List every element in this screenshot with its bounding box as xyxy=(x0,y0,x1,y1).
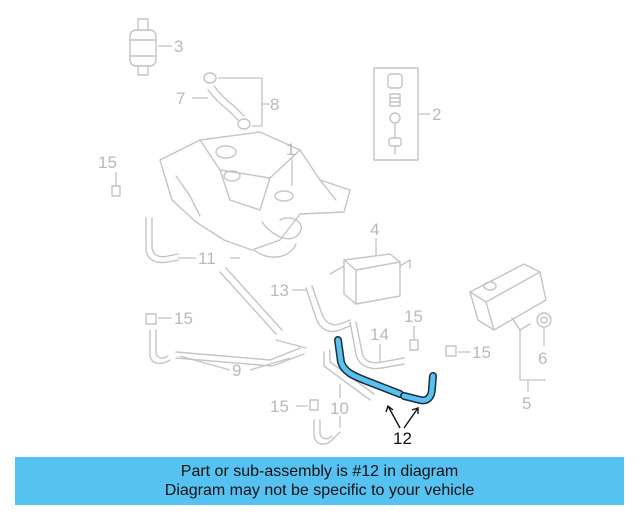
part-9-hose xyxy=(149,329,307,371)
part-7-hose xyxy=(192,85,245,121)
parts-diagram: 3 2 7 8 1 xyxy=(98,18,552,448)
part-3-filter xyxy=(129,18,172,76)
callout-14: 14 xyxy=(370,325,389,344)
part-2-mount-set xyxy=(373,67,430,161)
part-6-grommet xyxy=(536,312,552,346)
banner-line-1: Part or sub-assembly is #12 in diagram xyxy=(180,463,459,480)
callout-5: 5 xyxy=(522,394,531,413)
part-11-hose xyxy=(145,217,283,335)
callout-8: 8 xyxy=(270,95,279,114)
part-15-fastener-b xyxy=(145,313,172,325)
callout-10: 10 xyxy=(330,399,349,418)
callout-9: 9 xyxy=(232,361,241,380)
part-8-clamps xyxy=(203,72,270,130)
callout-15-a: 15 xyxy=(98,153,117,172)
part-15-fastener-e xyxy=(296,399,319,411)
callout-7: 7 xyxy=(176,89,185,108)
callout-11: 11 xyxy=(198,249,216,268)
callout-15-b: 15 xyxy=(174,309,193,328)
callout-13: 13 xyxy=(270,281,289,300)
part-15-fastener-c xyxy=(409,326,419,351)
callout-12: 12 xyxy=(393,429,412,448)
callout-3: 3 xyxy=(174,37,183,56)
part-13-hose xyxy=(292,285,351,333)
callout-15-c: 15 xyxy=(404,307,423,326)
callout-15-d: 15 xyxy=(472,343,491,362)
part-5-canister xyxy=(469,263,547,392)
callout-4: 4 xyxy=(370,220,379,239)
callout-15-e: 15 xyxy=(270,397,289,416)
part-15-fastener-d xyxy=(445,345,470,357)
callout-2: 2 xyxy=(432,105,441,124)
banner-line-2: Diagram may not be specific to your vehi… xyxy=(164,482,475,499)
part-12-hose-highlighted xyxy=(334,336,437,429)
part-1-housing xyxy=(159,131,351,258)
part-4-module xyxy=(329,238,411,305)
callout-6: 6 xyxy=(538,349,547,368)
callout-1: 1 xyxy=(286,140,295,159)
part-10-hose xyxy=(313,349,375,445)
info-banner: Part or sub-assembly is #12 in diagram D… xyxy=(15,457,624,505)
part-15-fastener-a xyxy=(111,172,121,197)
part-14-hose xyxy=(349,321,405,370)
